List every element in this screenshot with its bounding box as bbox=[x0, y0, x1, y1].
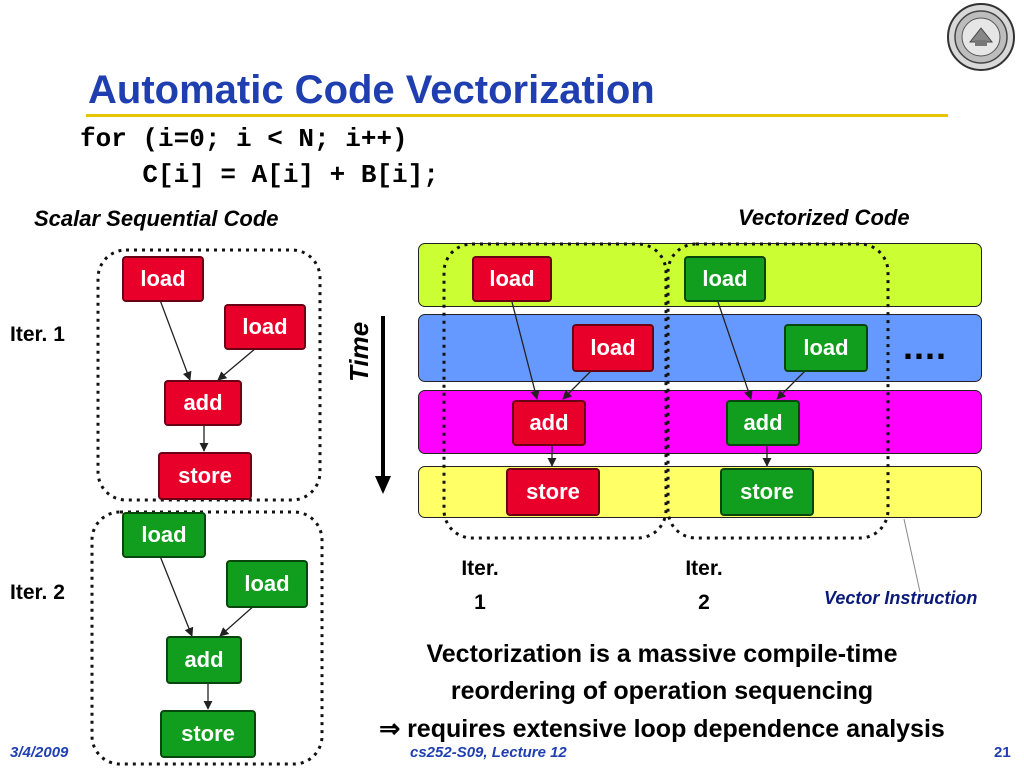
footer-date: 3/4/2009 bbox=[10, 744, 69, 761]
vector-iter1-load-a: load bbox=[472, 256, 552, 302]
vector-iter2-store: store bbox=[720, 468, 814, 516]
scalar-iter1-outline bbox=[96, 248, 322, 502]
summary-line-2: reordering of operation sequencing bbox=[450, 677, 874, 705]
footer-page-number: 21 bbox=[994, 744, 1011, 761]
vector-iter1-label-b: 1 bbox=[474, 591, 486, 614]
scalar-iter2-load-a: load bbox=[122, 512, 206, 558]
vector-iter1-label-a: Iter. bbox=[461, 557, 499, 580]
arrow-down-icon bbox=[375, 316, 391, 494]
vector-iter2-add: add bbox=[726, 400, 800, 446]
scalar-iter1-add: add bbox=[164, 380, 242, 426]
vector-iter2-outline bbox=[666, 242, 890, 540]
scalar-iter1-store: store bbox=[158, 452, 252, 500]
page-title: Automatic Code Vectorization bbox=[88, 68, 655, 112]
university-seal-icon bbox=[947, 3, 1015, 71]
scalar-iter2-load-b: load bbox=[226, 560, 308, 608]
vector-iter2-label-a: Iter. bbox=[685, 557, 723, 580]
code-line-1: for (i=0; i < N; i++) bbox=[80, 124, 408, 154]
scalar-iter2-label: Iter. 2 bbox=[10, 581, 65, 604]
scalar-iter2-outline bbox=[90, 510, 324, 766]
time-axis-label: Time bbox=[344, 321, 374, 382]
scalar-iter2-add: add bbox=[166, 636, 242, 684]
ellipsis: .... bbox=[903, 326, 948, 367]
scalar-iter1-load-b: load bbox=[224, 304, 306, 350]
summary-line-3: ⇒ requires extensive loop dependence ana… bbox=[379, 715, 945, 743]
vector-iter2-label-b: 2 bbox=[698, 591, 710, 614]
footer-course: cs252-S09, Lecture 12 bbox=[410, 744, 567, 761]
vector-heading: Vectorized Code bbox=[738, 205, 910, 230]
vector-iter1-store: store bbox=[506, 468, 600, 516]
title-underline bbox=[86, 114, 948, 117]
vector-iter1-outline bbox=[442, 242, 668, 540]
scalar-iter2-store: store bbox=[160, 710, 256, 758]
vector-iter2-load-b: load bbox=[784, 324, 868, 372]
scalar-iter1-load-a: load bbox=[122, 256, 204, 302]
vector-iter1-load-b: load bbox=[572, 324, 654, 372]
scalar-heading: Scalar Sequential Code bbox=[34, 206, 279, 231]
summary-line-1: Vectorization is a massive compile-time bbox=[426, 640, 898, 668]
vector-iter2-load-a: load bbox=[684, 256, 766, 302]
code-line-2: C[i] = A[i] + B[i]; bbox=[80, 160, 439, 190]
scalar-iter1-label: Iter. 1 bbox=[10, 323, 65, 346]
vector-iter1-add: add bbox=[512, 400, 586, 446]
vector-instruction-label: Vector Instruction bbox=[824, 588, 978, 608]
